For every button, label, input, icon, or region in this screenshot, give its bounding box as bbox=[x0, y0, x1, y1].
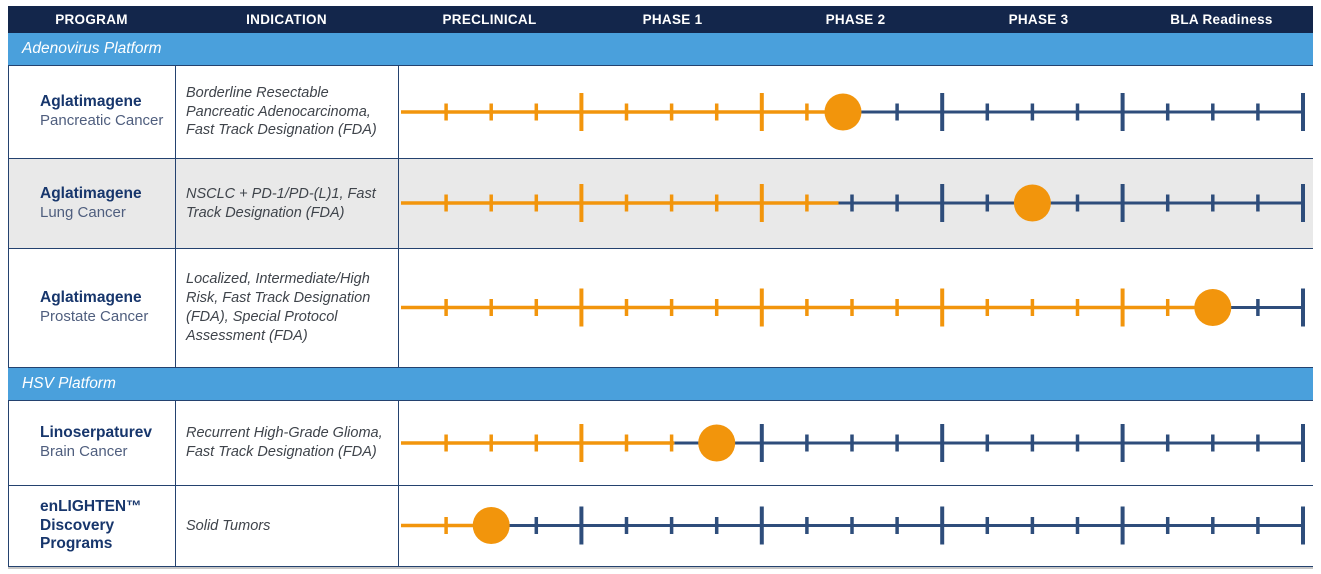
indication-text: Recurrent High-Grade Glioma, Fast Track … bbox=[186, 425, 383, 460]
indication-cell: Recurrent High-Grade Glioma, Fast Track … bbox=[176, 401, 399, 485]
pipeline-table: PROGRAM INDICATION PRECLINICAL PHASE 1 PHASE… bbox=[8, 6, 1313, 567]
program-subtitle: Brain Cancer bbox=[40, 443, 128, 461]
phase-marker-dot bbox=[1194, 289, 1232, 326]
program-cell: Aglatimagene Prostate Cancer bbox=[9, 249, 176, 367]
phase-marker-dot bbox=[472, 507, 510, 544]
figure-bottom-rule bbox=[8, 567, 1313, 569]
header-col-preclinical: PRECLINICAL bbox=[442, 12, 537, 27]
indication-text: Localized, Intermediate/High Risk, Fast … bbox=[186, 271, 371, 344]
track-cell bbox=[399, 486, 1313, 566]
progress-track bbox=[401, 93, 1305, 131]
progress-track bbox=[401, 184, 1305, 222]
indication-text: Borderline Resectable Pancreatic Adenoca… bbox=[186, 84, 377, 139]
program-name: Linoserpaturev bbox=[40, 424, 152, 442]
phase-marker-dot bbox=[824, 93, 862, 131]
progress-track bbox=[401, 288, 1305, 327]
indication-text: NSCLC + PD-1/PD-(L)1, Fast Track Designa… bbox=[186, 185, 376, 221]
pipeline-row: Aglatimagene Prostate Cancer Localized, … bbox=[8, 249, 1313, 368]
indication-cell: NSCLC + PD-1/PD-(L)1, Fast Track Designa… bbox=[176, 159, 399, 248]
pipeline-row: Aglatimagene Pancreatic Cancer Borderlin… bbox=[8, 65, 1313, 159]
header-col-phase-3: PHASE 3 bbox=[1008, 12, 1069, 27]
platform-banner-label: Adenovirus Platform bbox=[22, 40, 162, 57]
program-subtitle: Pancreatic Cancer bbox=[40, 112, 164, 130]
header-col-program: PROGRAM bbox=[55, 12, 128, 27]
program-cell: Aglatimagene Lung Cancer bbox=[9, 159, 176, 248]
indication-cell: Borderline Resectable Pancreatic Adenoca… bbox=[176, 66, 399, 158]
platform-banner: Adenovirus Platform bbox=[8, 33, 1313, 65]
program-subtitle: Lung Cancer bbox=[40, 203, 126, 221]
program-subtitle: Prostate Cancer bbox=[40, 308, 149, 326]
program-cell: Aglatimagene Pancreatic Cancer bbox=[9, 66, 176, 158]
phase-marker-dot bbox=[698, 424, 736, 462]
program-name: Aglatimagene bbox=[40, 184, 142, 202]
program-cell: enLIGHTEN™ Discovery Programs bbox=[9, 486, 176, 566]
pipeline-row: Aglatimagene Lung Cancer NSCLC + PD-1/PD… bbox=[8, 159, 1313, 249]
platform-banner-label: HSV Platform bbox=[22, 375, 116, 392]
program-name: enLIGHTEN™ Discovery Programs bbox=[40, 497, 142, 553]
header-col-phase-1: PHASE 1 bbox=[642, 12, 703, 27]
track-cell bbox=[399, 249, 1313, 367]
header-col-indication: INDICATION bbox=[246, 12, 327, 27]
track-cell bbox=[399, 159, 1313, 248]
progress-track bbox=[401, 506, 1305, 545]
platform-banner: HSV Platform bbox=[8, 368, 1313, 400]
pipeline-row: enLIGHTEN™ Discovery Programs Solid Tumo… bbox=[8, 486, 1313, 567]
header-row: PROGRAM INDICATION PRECLINICAL PHASE 1 PHASE… bbox=[8, 6, 1313, 33]
indication-cell: Solid Tumors bbox=[176, 486, 399, 566]
indication-cell: Localized, Intermediate/High Risk, Fast … bbox=[176, 249, 399, 367]
phase-marker-dot bbox=[1013, 184, 1051, 222]
program-name: Aglatimagene bbox=[40, 93, 142, 111]
track-cell bbox=[399, 66, 1313, 158]
track-cell bbox=[399, 401, 1313, 485]
program-name: Aglatimagene bbox=[40, 289, 142, 307]
header-col-bla-readiness: BLA Readiness bbox=[1170, 12, 1273, 27]
progress-track bbox=[401, 424, 1305, 462]
header-col-phase-2: PHASE 2 bbox=[825, 12, 886, 27]
indication-text: Solid Tumors bbox=[186, 517, 271, 534]
pipeline-row: Linoserpaturev Brain Cancer Recurrent Hi… bbox=[8, 400, 1313, 486]
program-cell: Linoserpaturev Brain Cancer bbox=[9, 401, 176, 485]
